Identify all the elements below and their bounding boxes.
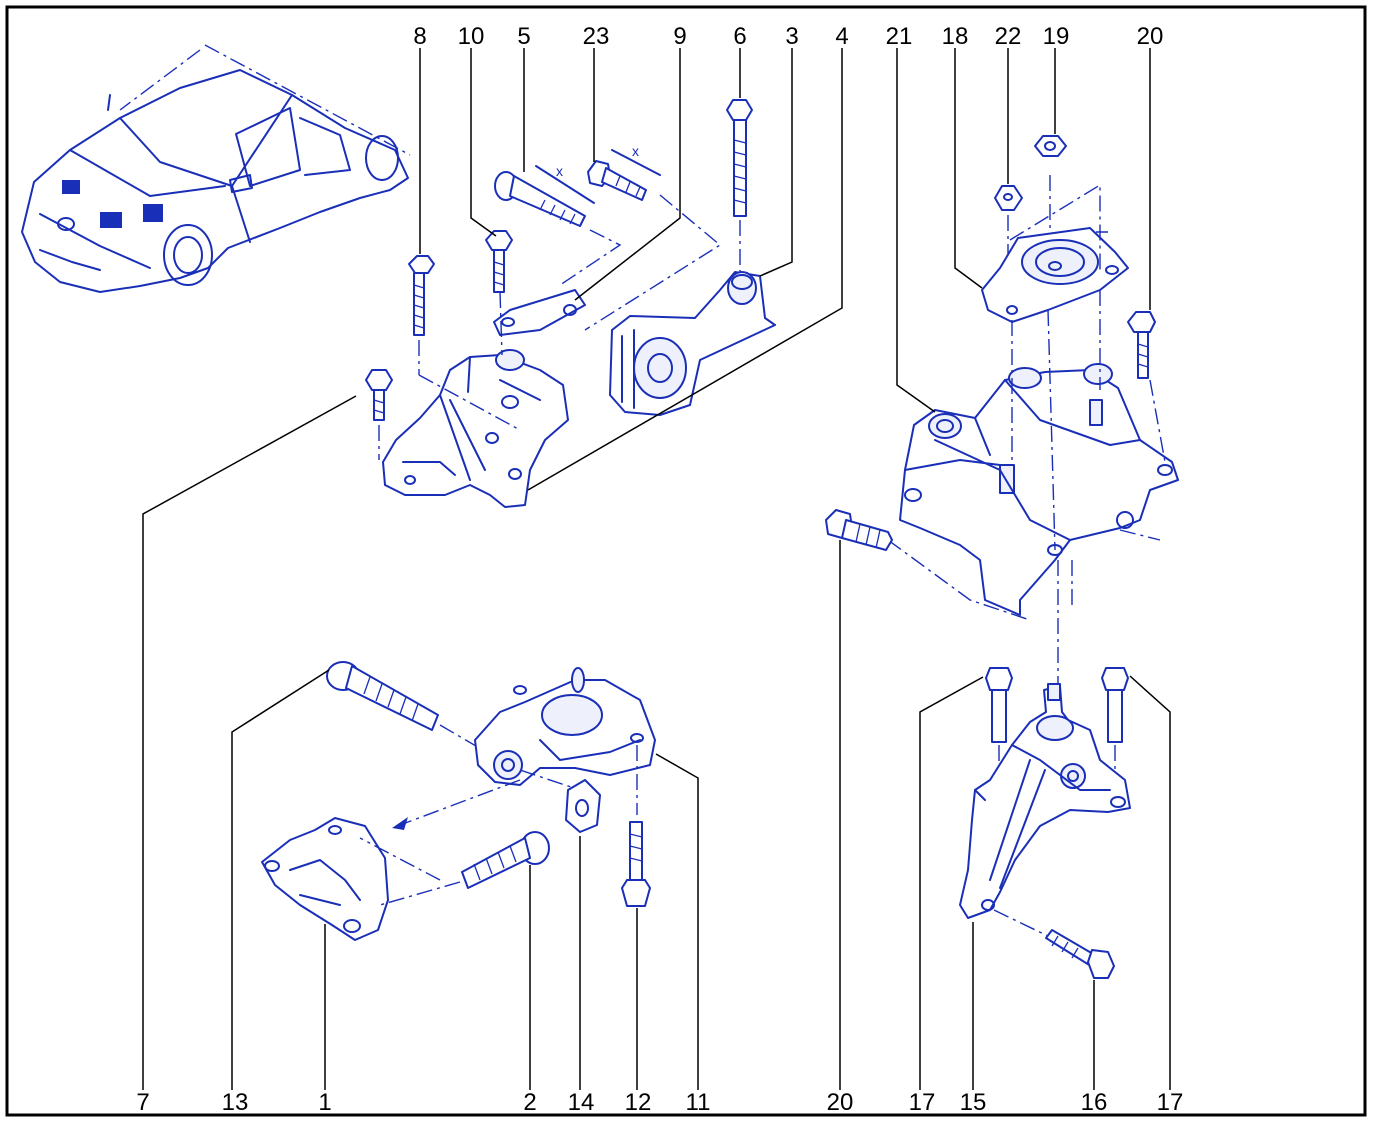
callout-12: 12 bbox=[625, 1089, 652, 1116]
callout-5: 5 bbox=[517, 23, 530, 50]
callout-13: 13 bbox=[222, 1089, 249, 1116]
callout-10: 10 bbox=[458, 23, 485, 50]
bolt-20-upper bbox=[1127, 311, 1156, 379]
callout-11: 11 bbox=[686, 1089, 711, 1116]
callout-7: 7 bbox=[136, 1089, 149, 1116]
bolt-13 bbox=[326, 661, 501, 761]
callout-14: 14 bbox=[568, 1089, 595, 1116]
leader-lines bbox=[142, 48, 1171, 1090]
callout-8: 8 bbox=[413, 23, 426, 50]
car-illustration bbox=[21, 44, 411, 293]
callout-16: 16 bbox=[1081, 1089, 1108, 1116]
bolt-10 bbox=[485, 230, 513, 293]
callout-21: 21 bbox=[886, 23, 913, 50]
bolt-5: x bbox=[494, 163, 595, 227]
callout-17: 17 bbox=[1157, 1089, 1184, 1116]
bracket-1 bbox=[261, 817, 389, 941]
bolt-2 bbox=[461, 831, 550, 889]
callout-23: 23 bbox=[583, 23, 610, 50]
dimension-mark-x: x bbox=[632, 143, 639, 159]
callout-20: 20 bbox=[827, 1089, 854, 1116]
bolt-8 bbox=[408, 255, 435, 375]
bolt-20-lower bbox=[825, 509, 893, 551]
bolt-12 bbox=[621, 821, 651, 907]
spacer-14 bbox=[565, 779, 601, 833]
callout-4: 4 bbox=[835, 23, 848, 50]
callout-20: 20 bbox=[1137, 23, 1164, 50]
callouts-top: 8 10 5 23 9 6 3 4 21 18 22 19 20 bbox=[413, 23, 1163, 50]
bolt-16 bbox=[1045, 929, 1115, 979]
callout-3: 3 bbox=[785, 23, 798, 50]
mount-arm-15 bbox=[959, 683, 1131, 919]
bolt-23: x bbox=[587, 143, 661, 201]
mount-cap-18 bbox=[981, 227, 1129, 323]
bolt-17-right bbox=[1101, 667, 1129, 785]
callout-17: 17 bbox=[909, 1089, 936, 1116]
torque-rod-3 bbox=[609, 271, 776, 416]
bracket-9 bbox=[493, 289, 586, 336]
callout-15: 15 bbox=[960, 1089, 987, 1116]
callout-19: 19 bbox=[1043, 23, 1070, 50]
mount-bracket-4 bbox=[382, 349, 569, 508]
callout-6: 6 bbox=[733, 23, 746, 50]
callout-1: 1 bbox=[318, 1089, 331, 1116]
callout-22: 22 bbox=[995, 23, 1022, 50]
dimension-mark-x: x bbox=[556, 163, 563, 179]
callout-2: 2 bbox=[523, 1089, 536, 1116]
diagram-frame bbox=[5, 5, 1367, 1117]
callout-18: 18 bbox=[942, 23, 969, 50]
bolt-6 bbox=[726, 99, 753, 272]
gearbox-bracket-21 bbox=[899, 363, 1179, 616]
nut-22 bbox=[994, 185, 1023, 272]
bolt-7 bbox=[365, 369, 393, 460]
callout-9: 9 bbox=[673, 23, 686, 50]
callouts-bottom: 7 13 1 2 14 12 11 20 17 15 16 17 bbox=[136, 1089, 1183, 1116]
engine-mount-11 bbox=[474, 667, 656, 786]
